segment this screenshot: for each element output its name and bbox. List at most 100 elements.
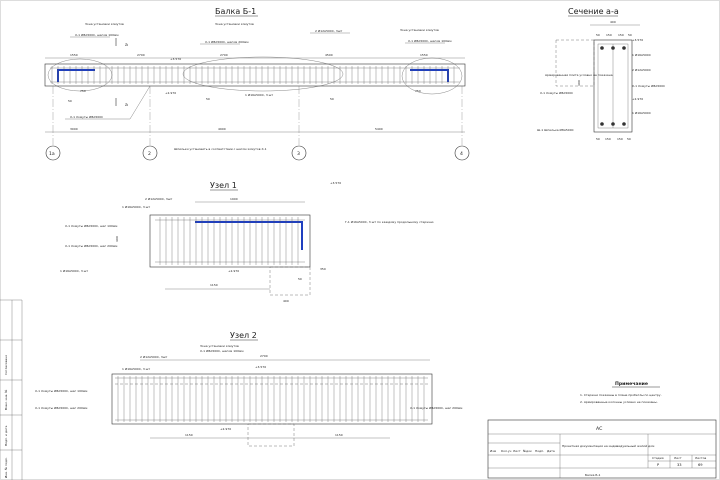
node2-column [247, 423, 295, 447]
svg-text:Х-1 Хомуты Ø8A500С, шаг 200мм: Х-1 Хомуты Ø8A500С, шаг 200мм [65, 243, 117, 248]
node1-level-bottom: +2.970 [228, 269, 239, 273]
svg-text:2700: 2700 [260, 354, 268, 358]
svg-text:Армированная плита условно не: Армированная плита условно не показана [545, 73, 613, 77]
stamp-stage: Р [657, 463, 660, 467]
node2-level-bottom: +2.970 [220, 427, 231, 431]
node2-beam [111, 373, 433, 425]
axis-bubble-1a [45, 145, 61, 161]
axis-bubble-4 [454, 145, 470, 161]
node1-rebar [195, 221, 303, 250]
svg-text:Лист: Лист [674, 456, 682, 460]
svg-text:Стадия: Стадия [652, 456, 664, 460]
svg-text:1550: 1550 [70, 53, 78, 57]
svg-text:400: 400 [577, 80, 581, 86]
svg-text:Х-1 Хомуты Ø8A500С: Х-1 Хомуты Ø8A500С [540, 90, 573, 95]
svg-text:4500: 4500 [325, 53, 333, 57]
axis-bubble-2 [142, 145, 158, 161]
svg-text:Х-1 Хомуты Ø8A500С, шаг 200мм: Х-1 Хомуты Ø8A500С, шаг 200мм [35, 405, 87, 410]
svg-text:50: 50 [596, 33, 600, 37]
svg-text:1150: 1150 [335, 433, 343, 437]
svg-text:Х-1 Хомуты Ø8A500С, шаг 100мм: Х-1 Хомуты Ø8A500С, шаг 100мм [35, 388, 87, 393]
svg-text:3000: 3000 [70, 127, 78, 131]
beam-note: Шпильки установить в соответствии с шаго… [174, 147, 267, 151]
section-outline [593, 39, 633, 133]
svg-text:400: 400 [610, 20, 616, 24]
svg-text:1 Ø16A500С, 3 шт: 1 Ø16A500С, 3 шт [122, 366, 150, 371]
zone-ellipse-left [47, 58, 113, 92]
section-view: Сечение а-а 400 50 150 150 50 +3.570 Арм… [537, 7, 665, 141]
svg-text:150: 150 [618, 33, 624, 37]
svg-text:50: 50 [596, 137, 600, 141]
svg-text:2: 2 [148, 151, 151, 157]
svg-text:Подп.: Подп. [535, 449, 544, 453]
svg-text:1900: 1900 [230, 197, 238, 201]
beam-level-top: +3.570 [170, 57, 181, 61]
node1-title: Узел 1 [210, 181, 237, 190]
node2-stirrups [117, 376, 425, 422]
stamp-sheets: 69 [698, 463, 703, 467]
svg-text:50: 50 [627, 137, 631, 141]
svg-text:Х-1 Хомуты Ø8A500С: Х-1 Хомуты Ø8A500С [632, 83, 665, 88]
svg-text:2 Ø12A500С, 3шт: 2 Ø12A500С, 3шт [140, 354, 167, 359]
svg-text:4: 4 [460, 151, 463, 157]
beam-callout-mid: Зона установки хомутов [215, 22, 254, 26]
svg-text:350: 350 [320, 267, 326, 271]
svg-text:2700: 2700 [137, 53, 145, 57]
svg-text:1а: 1а [49, 151, 55, 157]
svg-text:50: 50 [206, 97, 210, 101]
svg-text:50: 50 [330, 97, 334, 101]
svg-text:Х-1 Ø8A500С, шагом 100мм: Х-1 Ø8A500С, шагом 100мм [75, 32, 119, 37]
side-stamp-3: Подп. и дата [4, 425, 8, 446]
beam-level-bottom: +2.970 [165, 91, 176, 95]
section-title: Сечение а-а [568, 7, 619, 16]
svg-text:150: 150 [606, 33, 612, 37]
node2-title: Узел 2 [230, 331, 257, 340]
beam-stirrup-label: Х-1 Хомуты Ø8A500С [70, 114, 103, 119]
svg-text:Изм: Изм [490, 449, 496, 453]
notes-title: Примечание [615, 381, 648, 387]
beam-view: Балка Б-1 Зона установки хомутов Х-1 Ø8A… [44, 7, 470, 161]
section-mark-bottom: а [125, 103, 128, 108]
svg-text:50: 50 [68, 99, 72, 103]
svg-text:Дата: Дата [547, 449, 555, 453]
section-slab [555, 39, 595, 87]
svg-text:Х-1 Ø8A500С, шагом 100мм: Х-1 Ø8A500С, шагом 100мм [408, 38, 452, 43]
svg-text:1150: 1150 [185, 433, 193, 437]
beam-callout-right: Зона установки хомутов [400, 28, 439, 32]
stamp-frame [487, 419, 717, 479]
svg-text:3: 3 [297, 151, 300, 157]
svg-text:1150: 1150 [210, 283, 218, 287]
section-level-top: +3.570 [632, 38, 643, 42]
svg-text:1 Ø16A500С: 1 Ø16A500С [632, 110, 651, 115]
axis-bubble-3 [291, 145, 307, 161]
svg-text:50: 50 [298, 277, 302, 281]
svg-text:150: 150 [617, 137, 623, 141]
side-stamp-2: Взам. инв. № [4, 390, 8, 410]
svg-text:Лист: Лист [513, 449, 521, 453]
svg-text:Зона установки хомутов: Зона установки хомутов [200, 344, 239, 348]
beam-stirrups [51, 66, 455, 84]
svg-text:Х-1 Ø8A500С, шагом 200мм: Х-1 Ø8A500С, шагом 200мм [205, 39, 249, 44]
svg-text:Ш-1 Шпилька Ø8A500С: Ш-1 Шпилька Ø8A500С [537, 127, 574, 132]
side-stamp-1: Согласовано [4, 355, 8, 375]
node1-level-top: +3.570 [330, 181, 341, 185]
beam-outline [44, 63, 466, 87]
stamp-project: Проектная документация на индивидуальный… [562, 444, 654, 448]
svg-text:Х-1 Хомуты Ø8A500С, шаг 200мм: Х-1 Хомуты Ø8A500С, шаг 200мм [410, 405, 462, 410]
stamp-bottom: Балка Б-1 [585, 473, 601, 477]
svg-text:2 Ø12A500С: 2 Ø12A500С [632, 67, 651, 72]
note-item-1: 1. Стержни показаны в плане пробеглы по … [580, 393, 662, 397]
svg-text:5400: 5400 [375, 127, 383, 131]
section-mark-top: а [125, 43, 128, 48]
svg-text:750: 750 [80, 89, 86, 93]
notes-block: Примечание 1. Стержни показаны в плане п… [580, 381, 662, 404]
node1-view: Узел 1 2 Ø12A500С, 3шт 1 Ø16A500С, 3 шт … [60, 181, 434, 303]
beam-title: Балка Б-1 [215, 7, 256, 16]
stamp-code: АС [596, 426, 602, 432]
svg-text:750: 750 [415, 89, 421, 93]
svg-text:Кол.уч: Кол.уч [501, 449, 512, 453]
side-stamp-4: Инв. № подл. [4, 457, 8, 478]
beam-callout-left: Зона установки хомутов [85, 22, 124, 26]
